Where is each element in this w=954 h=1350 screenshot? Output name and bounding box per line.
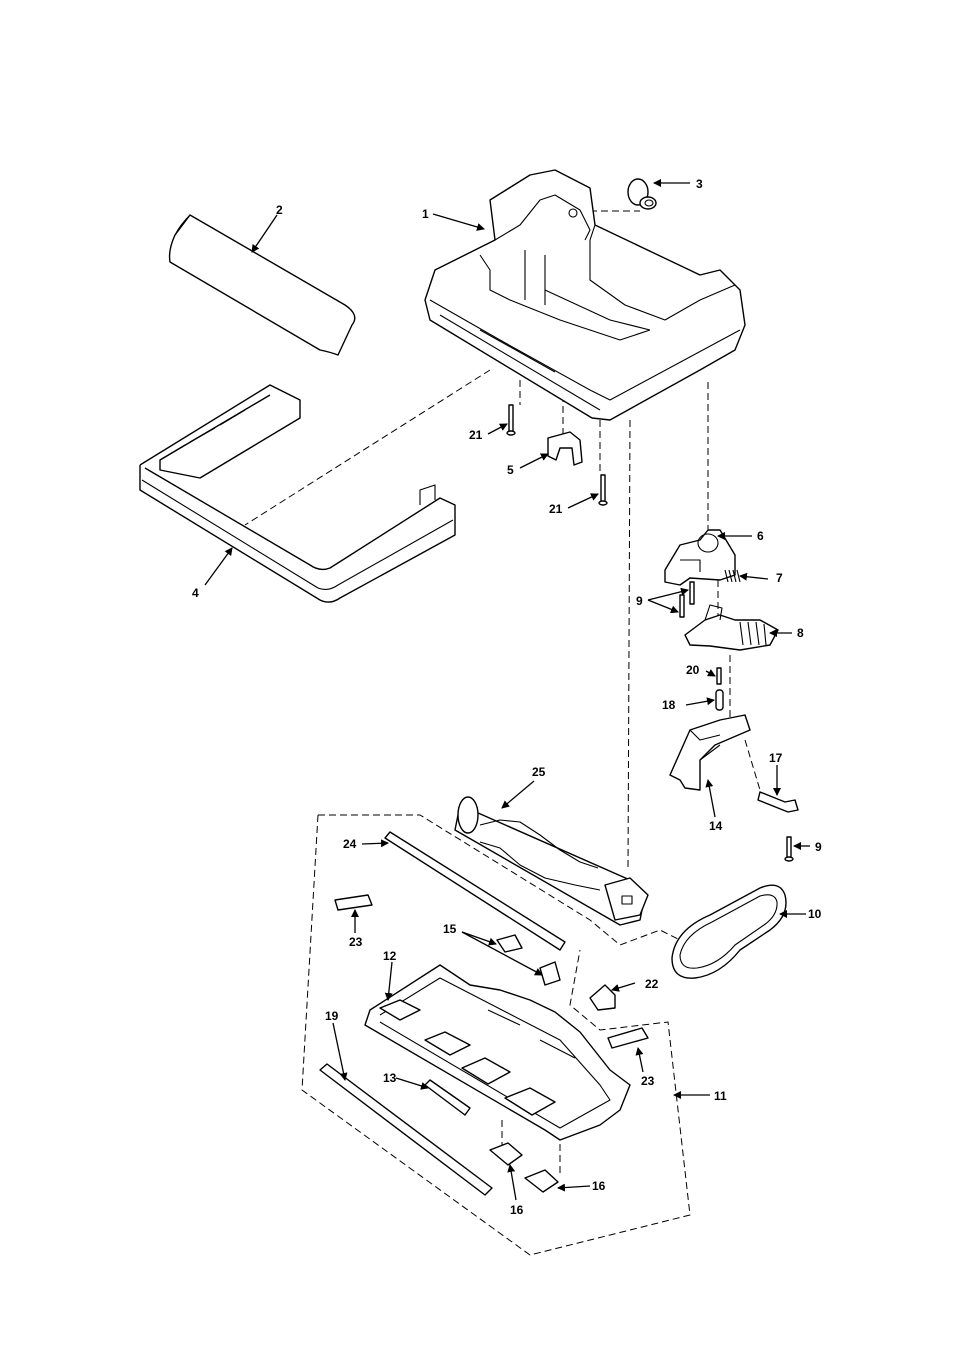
callout-21b: 21 [549, 502, 563, 516]
part-16-wheels [490, 1143, 558, 1192]
part-23-pad-left [335, 895, 372, 910]
callout-6: 6 [757, 529, 764, 543]
callout-22: 22 [645, 977, 659, 991]
callout-23a: 23 [349, 935, 363, 949]
part-22-bracket [590, 985, 615, 1010]
callout-19: 19 [325, 1009, 339, 1023]
callout-11: 11 [714, 1089, 727, 1103]
callout-15: 15 [443, 922, 457, 936]
part-25-brushroll [455, 797, 648, 925]
part-4-bumper-frame [140, 385, 455, 602]
part-23-pad-right [608, 1028, 648, 1048]
part-14-lever-arm [670, 715, 750, 790]
callout-17: 17 [769, 751, 783, 765]
callout-1: 1 [422, 207, 429, 221]
callout-12: 12 [383, 949, 397, 963]
callout-3: 3 [696, 177, 703, 191]
part-20-screw [717, 668, 721, 684]
callout-16a: 16 [510, 1203, 524, 1217]
part-18-pin [716, 690, 723, 710]
callout-25: 25 [532, 765, 546, 779]
callout-2: 2 [276, 203, 283, 217]
callout-4: 4 [192, 586, 199, 600]
part-1-nozzle-housing [425, 170, 745, 420]
callout-7: 7 [776, 571, 783, 585]
part-3-knob [628, 179, 656, 209]
callout-20: 20 [686, 663, 700, 677]
part-5-clip [548, 432, 582, 465]
part-10-belt [672, 885, 786, 978]
callout-9a: 9 [636, 594, 643, 608]
callout-10: 10 [808, 907, 822, 921]
callout-23b: 23 [641, 1074, 655, 1088]
part-8-pedal [685, 605, 778, 650]
callout-13: 13 [383, 1071, 397, 1085]
callout-16b: 16 [592, 1179, 606, 1193]
callout-18: 18 [662, 698, 676, 712]
callout-8: 8 [797, 626, 804, 640]
part-17-axle [758, 792, 798, 812]
callout-9b: 9 [815, 840, 822, 854]
callout-5: 5 [507, 463, 514, 477]
part-12-base-plate [365, 965, 630, 1140]
part-6-pedal-housing [665, 530, 735, 585]
callout-21a: 21 [469, 428, 483, 442]
callout-24: 24 [343, 837, 357, 851]
part-13-strip [425, 1080, 470, 1115]
callout-14: 14 [709, 819, 723, 833]
